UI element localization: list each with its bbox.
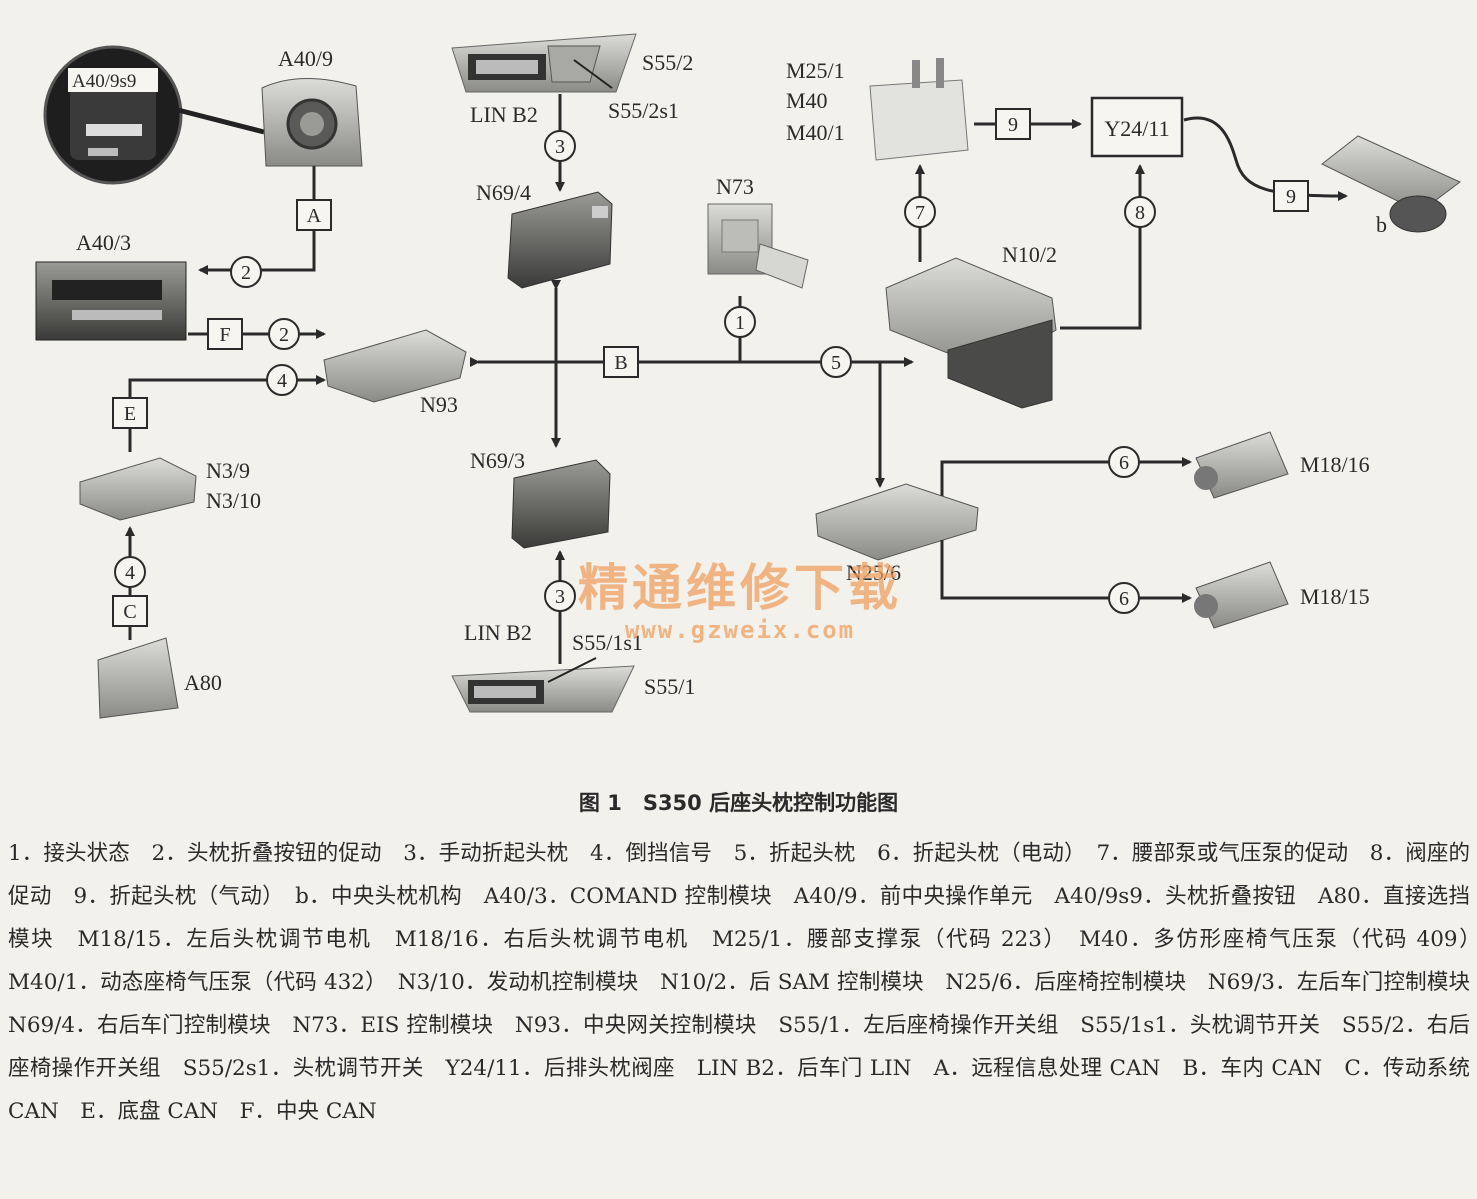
svg-text:9: 9 bbox=[1286, 186, 1296, 208]
s55-1s1-label: S55/1s1 bbox=[572, 630, 643, 655]
svg-text:9: 9 bbox=[1008, 114, 1018, 136]
central-headrest-mechanism bbox=[1321, 135, 1461, 233]
svg-text:2: 2 bbox=[279, 324, 289, 346]
connector-9-lower: 9 bbox=[1273, 180, 1309, 212]
m18-15-label: M18/15 bbox=[1300, 584, 1370, 609]
connector-b: B bbox=[603, 346, 639, 378]
m40-1-label: M40/1 bbox=[786, 120, 845, 145]
n69-4-label: N69/4 bbox=[476, 180, 531, 205]
component-labels: A40/9 A40/9s9 S55/2 S55/2s1 LIN B2 N69/4… bbox=[68, 46, 1387, 699]
svg-text:2: 2 bbox=[241, 262, 251, 284]
s55-2-label: S55/2 bbox=[642, 50, 693, 75]
s55-1-label: S55/1 bbox=[644, 674, 695, 699]
rear-seat-control-module bbox=[815, 483, 979, 561]
bus-lines bbox=[125, 94, 1348, 664]
a40-9s9-label: A40/9s9 bbox=[72, 71, 136, 92]
figure-legend: 1．接头状态 2．头枕折叠按钮的促动 3．手动折起头枕 4．倒挡信号 5．折起头… bbox=[8, 841, 1477, 1124]
figure-caption: 图 1 S350 后座头枕控制功能图 bbox=[578, 791, 899, 815]
s55-2s1-label: S55/2s1 bbox=[608, 98, 679, 123]
lin-b2-top-label: LIN B2 bbox=[470, 102, 538, 127]
connector-f: F bbox=[207, 318, 243, 350]
svg-text:A: A bbox=[307, 205, 322, 227]
circle-6-lower: 6 bbox=[1108, 582, 1140, 614]
headrest-control-diagram: Y24/11 bbox=[35, 33, 1461, 719]
left-rear-headrest-motor bbox=[1194, 561, 1289, 629]
connector-a: A bbox=[296, 199, 332, 231]
number-circles: 1 2 2 3 3 4 4 5 6 6 7 8 bbox=[114, 130, 1156, 614]
svg-text:C: C bbox=[123, 601, 136, 623]
svg-text:F: F bbox=[219, 324, 230, 346]
circle-7: 7 bbox=[904, 196, 936, 228]
n3-10-label: N3/10 bbox=[206, 488, 261, 513]
a40-9-label: A40/9 bbox=[278, 46, 333, 71]
svg-text:3: 3 bbox=[555, 586, 565, 608]
circle-2-lower: 2 bbox=[268, 318, 300, 350]
circle-3-lower: 3 bbox=[544, 580, 576, 612]
circle-3-upper: 3 bbox=[544, 130, 576, 162]
m40-label: M40 bbox=[786, 88, 828, 113]
circle-6-upper: 6 bbox=[1108, 446, 1140, 478]
n10-2-label: N10/2 bbox=[1002, 242, 1057, 267]
right-rear-door-module bbox=[507, 191, 613, 289]
svg-text:4: 4 bbox=[125, 562, 135, 584]
engine-control-module bbox=[79, 457, 197, 521]
svg-text:4: 4 bbox=[277, 370, 287, 392]
svg-text:5: 5 bbox=[831, 352, 841, 374]
svg-text:6: 6 bbox=[1119, 452, 1129, 474]
y24-11-label: Y24/11 bbox=[1104, 116, 1169, 141]
comand-control-module bbox=[35, 261, 187, 341]
m25-1-label: M25/1 bbox=[786, 58, 845, 83]
circle-5: 5 bbox=[820, 346, 852, 378]
circle-4-lower: 4 bbox=[114, 556, 146, 588]
n3-9-label: N3/9 bbox=[206, 458, 250, 483]
n25-6-label: N25/6 bbox=[846, 560, 901, 585]
circle-4-upper: 4 bbox=[266, 364, 298, 396]
svg-text:E: E bbox=[124, 403, 136, 425]
left-rear-door-module bbox=[511, 459, 611, 549]
circle-2-upper: 2 bbox=[230, 256, 262, 288]
lumbar-support-pump bbox=[869, 58, 969, 161]
headrest-fold-button-zoom bbox=[43, 45, 265, 185]
rear-sam-module bbox=[885, 257, 1057, 409]
right-rear-headrest-motor bbox=[1194, 431, 1289, 499]
connector-boxes: A B F E C 9 9 bbox=[112, 108, 1309, 627]
connector-e: E bbox=[112, 397, 148, 429]
right-rear-seat-switch-group bbox=[451, 33, 637, 93]
n93-label: N93 bbox=[420, 392, 458, 417]
svg-text:8: 8 bbox=[1135, 202, 1145, 224]
svg-text:6: 6 bbox=[1119, 588, 1129, 610]
eis-control-module bbox=[707, 203, 809, 289]
m18-16-label: M18/16 bbox=[1300, 452, 1370, 477]
front-central-control-unit bbox=[261, 78, 363, 167]
circle-8: 8 bbox=[1124, 196, 1156, 228]
left-rear-seat-switch-group bbox=[451, 657, 635, 713]
rear-headrest-valve-block: Y24/11 bbox=[1090, 96, 1184, 158]
connector-c: C bbox=[112, 595, 148, 627]
svg-text:3: 3 bbox=[555, 136, 565, 158]
connector-9-upper: 9 bbox=[995, 108, 1031, 140]
circle-1: 1 bbox=[724, 306, 756, 338]
b-label: b bbox=[1376, 212, 1387, 237]
direct-select-module bbox=[97, 637, 179, 719]
lin-b2-bottom-label: LIN B2 bbox=[464, 620, 532, 645]
a40-3-label: A40/3 bbox=[76, 230, 131, 255]
a80-label: A80 bbox=[184, 670, 222, 695]
svg-text:1: 1 bbox=[735, 312, 745, 334]
svg-text:B: B bbox=[614, 352, 627, 374]
n73-label: N73 bbox=[716, 174, 754, 199]
central-gateway-module bbox=[323, 329, 467, 403]
n69-3-label: N69/3 bbox=[470, 448, 525, 473]
svg-text:7: 7 bbox=[915, 202, 925, 224]
